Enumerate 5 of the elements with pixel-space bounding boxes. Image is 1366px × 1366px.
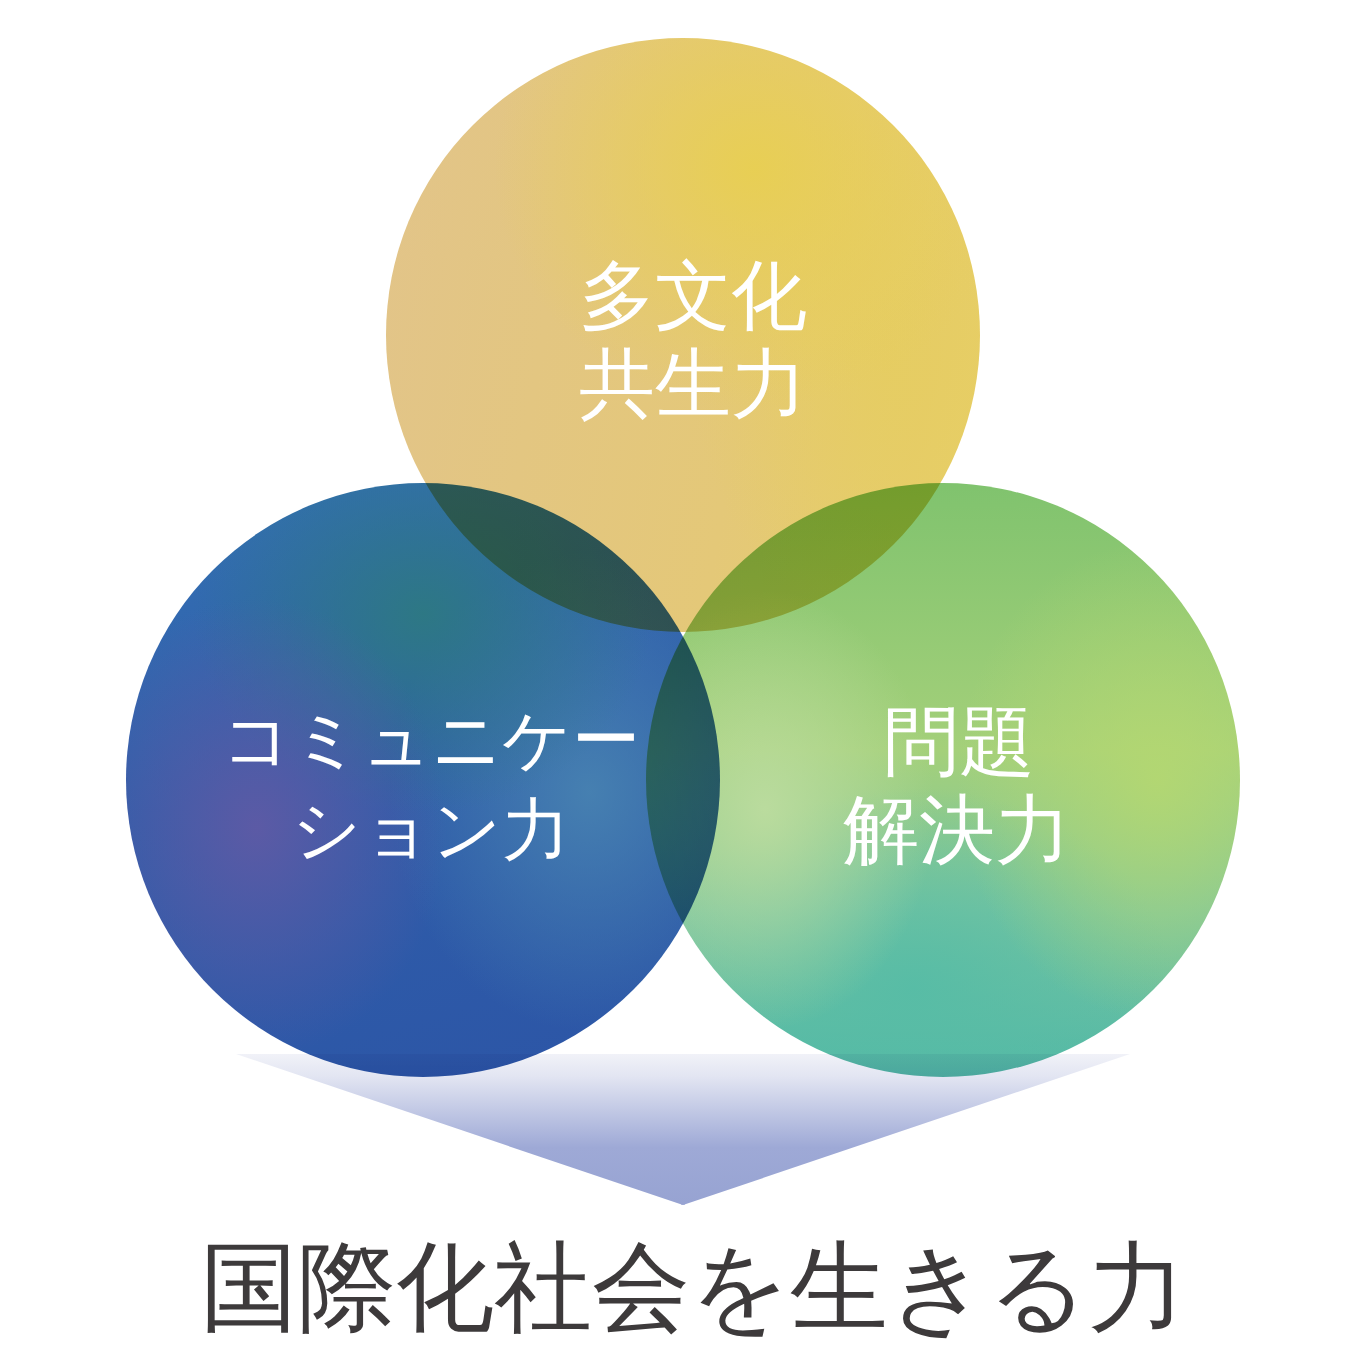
circle-label: 問題解決力 xyxy=(842,698,1072,874)
circle-label: コミュニケーション力 xyxy=(221,699,641,871)
result-label: 国際化社会を生きる力 xyxy=(200,1228,1186,1346)
funnel-arrow xyxy=(236,1054,1130,1207)
circle-label: 多文化共生力 xyxy=(578,252,808,428)
